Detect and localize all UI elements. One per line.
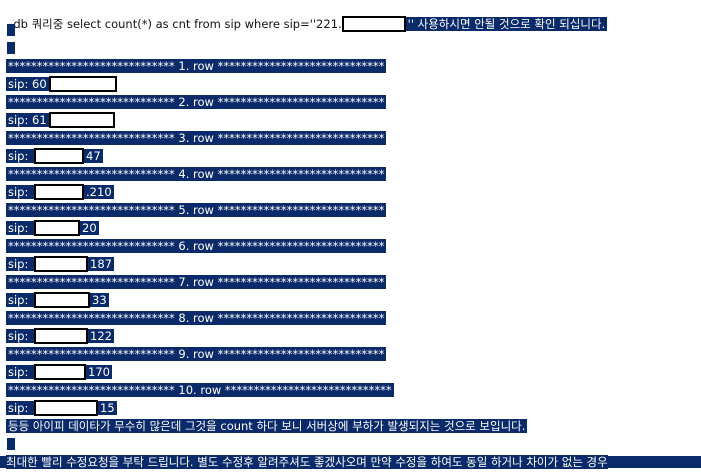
sip-suffix: 122	[88, 329, 114, 343]
redacted-ip-box	[341, 16, 406, 32]
redacted-ip-box	[34, 148, 85, 164]
sip-suffix: 170	[86, 365, 112, 379]
row-header: ***************************** 8. row ***…	[6, 311, 387, 325]
row-header-text: ***************************** 2. row ***…	[6, 95, 387, 109]
empty-selected-line	[7, 42, 15, 54]
sip-line: sip: 47	[6, 148, 103, 164]
sip-prefix: sip:	[6, 257, 35, 271]
sip-line: sip: 187	[6, 256, 114, 272]
footer-note-text: 등등 아이피 데이타가 무수히 많은데 그것을 count 하다 보니 서버상에…	[6, 419, 528, 433]
sip-suffix: 15	[98, 401, 117, 415]
sip-prefix: sip:	[6, 149, 35, 163]
row-header-text: ***************************** 10. row **…	[6, 383, 394, 397]
sip-prefix: sip:	[6, 365, 35, 379]
redacted-ip-box	[34, 184, 85, 200]
row-header-text: ***************************** 3. row ***…	[6, 131, 387, 145]
redacted-ip-box	[34, 400, 99, 416]
query-note-text: db 쿼리중 select count(*) as cnt from sip w…	[13, 17, 342, 31]
row-header: ***************************** 9. row ***…	[6, 347, 387, 361]
row-header-text: ***************************** 5. row ***…	[6, 203, 387, 217]
sip-line: sip: 60	[6, 76, 117, 92]
redacted-ip-box	[34, 256, 89, 272]
redacted-ip-box	[34, 220, 81, 236]
row-header: ***************************** 2. row ***…	[6, 95, 387, 109]
sip-line: sip: 15	[6, 400, 117, 416]
sip-prefix: sip:	[6, 401, 35, 415]
row-header: ***************************** 4. row ***…	[6, 167, 387, 181]
sip-line: sip: 20	[6, 220, 99, 236]
redacted-ip-box	[48, 76, 117, 92]
sip-line: sip: 33	[6, 292, 109, 308]
sip-line: sip: 170	[6, 364, 112, 380]
query-note-text-tail: '' 사용하시면 안될 것으로 확인 되십니다.	[405, 17, 608, 31]
sip-prefix: sip:	[6, 293, 35, 307]
row-header-text: ***************************** 4. row ***…	[6, 167, 387, 181]
empty-selected-line	[7, 24, 15, 36]
row-header: ***************************** 7. row ***…	[6, 275, 387, 289]
redacted-ip-box	[48, 112, 115, 128]
row-header: ***************************** 10. row **…	[6, 383, 394, 397]
sip-prefix: sip:	[6, 221, 35, 235]
sip-suffix: .210	[84, 185, 114, 199]
footer-note-line: 등등 아이피 데이타가 무수히 많은데 그것을 count 하다 보니 서버상에…	[6, 419, 528, 433]
row-header: ***************************** 6. row ***…	[6, 239, 387, 253]
sip-line: sip: 61	[6, 112, 115, 128]
row-header: ***************************** 1. row ***…	[6, 59, 387, 73]
row-header-text: ***************************** 1. row ***…	[6, 59, 387, 73]
row-header: ***************************** 5. row ***…	[6, 203, 387, 217]
sip-suffix: 20	[80, 221, 99, 235]
sip-prefix: sip: 61	[6, 113, 49, 127]
query-note-line: db 쿼리중 select count(*) as cnt from sip w…	[6, 6, 608, 32]
sip-prefix: sip: 60	[6, 77, 49, 91]
sip-suffix: 47	[84, 149, 103, 163]
sip-line: sip: 122	[6, 328, 114, 344]
sip-prefix: sip:	[6, 329, 35, 343]
redacted-ip-box	[34, 292, 91, 308]
redacted-ip-box	[34, 364, 87, 380]
row-header-text: ***************************** 7. row ***…	[6, 275, 387, 289]
row-header-text: ***************************** 6. row ***…	[6, 239, 387, 253]
row-header: ***************************** 3. row ***…	[6, 131, 387, 145]
row-header-text: ***************************** 9. row ***…	[6, 347, 387, 361]
sip-suffix: 187	[88, 257, 114, 271]
redacted-ip-box	[34, 328, 89, 344]
row-header-text: ***************************** 8. row ***…	[6, 311, 387, 325]
empty-selected-line	[7, 438, 15, 450]
footer-request-text: 최대한 빨리 수정요청을 부탁 드립니다. 별도 수정후 알려주셔도 좋겠사오며…	[6, 455, 608, 469]
footer-request-line: 최대한 빨리 수정요청을 부탁 드립니다. 별도 수정후 알려주셔도 좋겠사오며…	[0, 455, 701, 469]
sip-prefix: sip:	[6, 185, 35, 199]
sip-line: sip: .210	[6, 184, 114, 200]
sip-suffix: 33	[90, 293, 109, 307]
